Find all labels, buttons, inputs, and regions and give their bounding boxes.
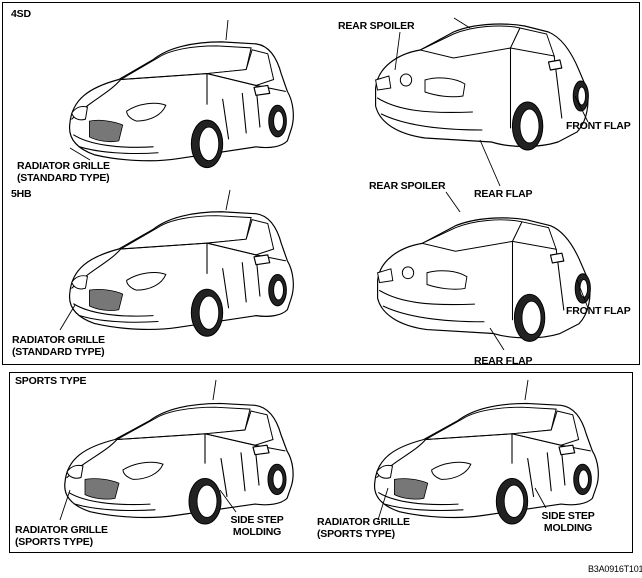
car-4sd-rear: [375, 23, 590, 151]
car-5hb-front: [68, 211, 294, 337]
top-frame: [2, 2, 640, 365]
section-5hb-label: 5HB: [11, 188, 32, 200]
side-step-2-label-2: MOLDING: [543, 522, 593, 534]
car-sports-front-1: [64, 402, 294, 525]
sports-frame: [9, 372, 633, 553]
grille-std-4sd-label-2: (STANDARD TYPE): [17, 172, 110, 184]
car-4sd-front: [68, 41, 294, 169]
grille-std-5hb-label-2: (STANDARD TYPE): [12, 346, 105, 358]
side-step-1-label-1: SIDE STEP: [230, 514, 284, 526]
side-step-1-label-2: MOLDING: [232, 526, 282, 538]
section-sports-label: SPORTS TYPE: [15, 375, 87, 387]
rear-spoiler-5hb-label: REAR SPOILER: [369, 180, 446, 192]
grille-sports-1-label-1: RADIATOR GRILLE: [15, 524, 108, 536]
grille-sports-2-label-1: RADIATOR GRILLE: [317, 516, 410, 528]
front-flap-4sd-label: FRONT FLAP: [566, 120, 631, 132]
grille-std-5hb-label-1: RADIATOR GRILLE: [12, 334, 105, 346]
figure-code: B3A0916T101: [588, 564, 642, 574]
grille-sports-1-label-2: (SPORTS TYPE): [15, 536, 93, 548]
car-5hb-rear: [377, 217, 591, 342]
side-step-2-label-1: SIDE STEP: [541, 510, 595, 522]
grille-std-4sd-label-1: RADIATOR GRILLE: [17, 160, 110, 172]
grille-sports-2-label-2: (SPORTS TYPE): [317, 528, 395, 540]
rear-flap-4sd-label: REAR FLAP: [474, 188, 533, 200]
front-flap-5hb-label: FRONT FLAP: [566, 305, 631, 317]
section-4sd-label: 4SD: [11, 8, 31, 20]
car-sports-front-2: [373, 402, 599, 525]
rear-spoiler-4sd-label: REAR SPOILER: [338, 20, 415, 32]
rear-flap-5hb-label: REAR FLAP: [474, 355, 533, 367]
